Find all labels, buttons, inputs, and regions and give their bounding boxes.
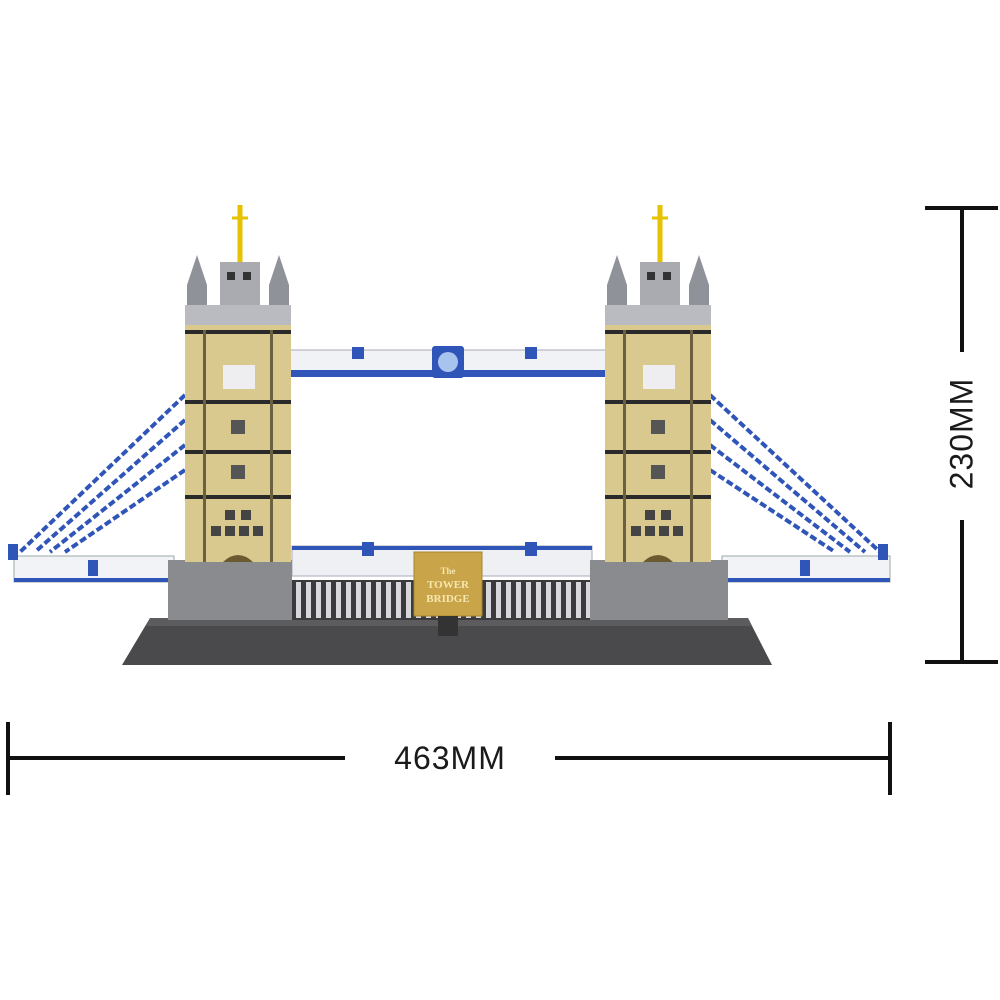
suspension-cables — [18, 393, 882, 554]
svg-text:The: The — [440, 566, 455, 576]
width-dimension-line — [6, 722, 892, 795]
upper-walkway — [281, 346, 611, 378]
name-plaque: The TOWER BRIDGE — [413, 551, 483, 636]
left-tower — [185, 205, 291, 562]
right-plinth — [590, 560, 728, 620]
svg-text:BRIDGE: BRIDGE — [426, 593, 469, 605]
width-label: 463MM — [394, 740, 506, 776]
height-dimension-line — [925, 206, 998, 664]
right-tower — [605, 205, 711, 562]
svg-text:TOWER: TOWER — [427, 579, 470, 591]
left-plinth — [168, 560, 292, 620]
base-plate — [122, 618, 772, 665]
height-label: 230MM — [943, 377, 980, 490]
left-side-span — [8, 544, 175, 583]
right-side-span — [721, 544, 891, 583]
